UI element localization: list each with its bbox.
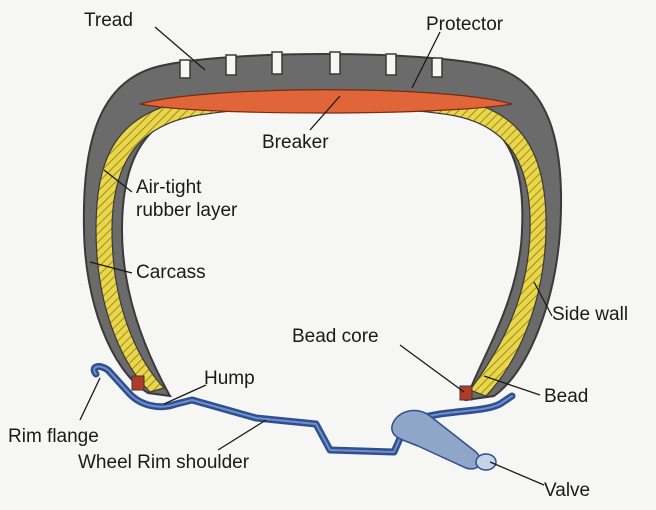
label-wheel-rim-shoulder: Wheel Rim shoulder: [78, 452, 249, 474]
bead-core-left: [132, 376, 144, 390]
label-breaker: Breaker: [262, 132, 329, 154]
label-protector: Protector: [426, 14, 503, 36]
bead-core-right: [460, 386, 472, 400]
label-side-wall: Side wall: [552, 304, 628, 326]
label-valve: Valve: [544, 480, 590, 502]
label-bead: Bead: [544, 386, 588, 408]
label-hump: Hump: [204, 368, 255, 390]
label-carcass: Carcass: [136, 262, 206, 284]
label-rim-flange: Rim flange: [8, 426, 99, 448]
label-air-tight-rubber-layer: Air-tight rubber layer: [136, 176, 237, 222]
label-bead-core: Bead core: [292, 326, 379, 348]
label-tread: Tread: [84, 10, 133, 32]
valve: [392, 411, 496, 470]
